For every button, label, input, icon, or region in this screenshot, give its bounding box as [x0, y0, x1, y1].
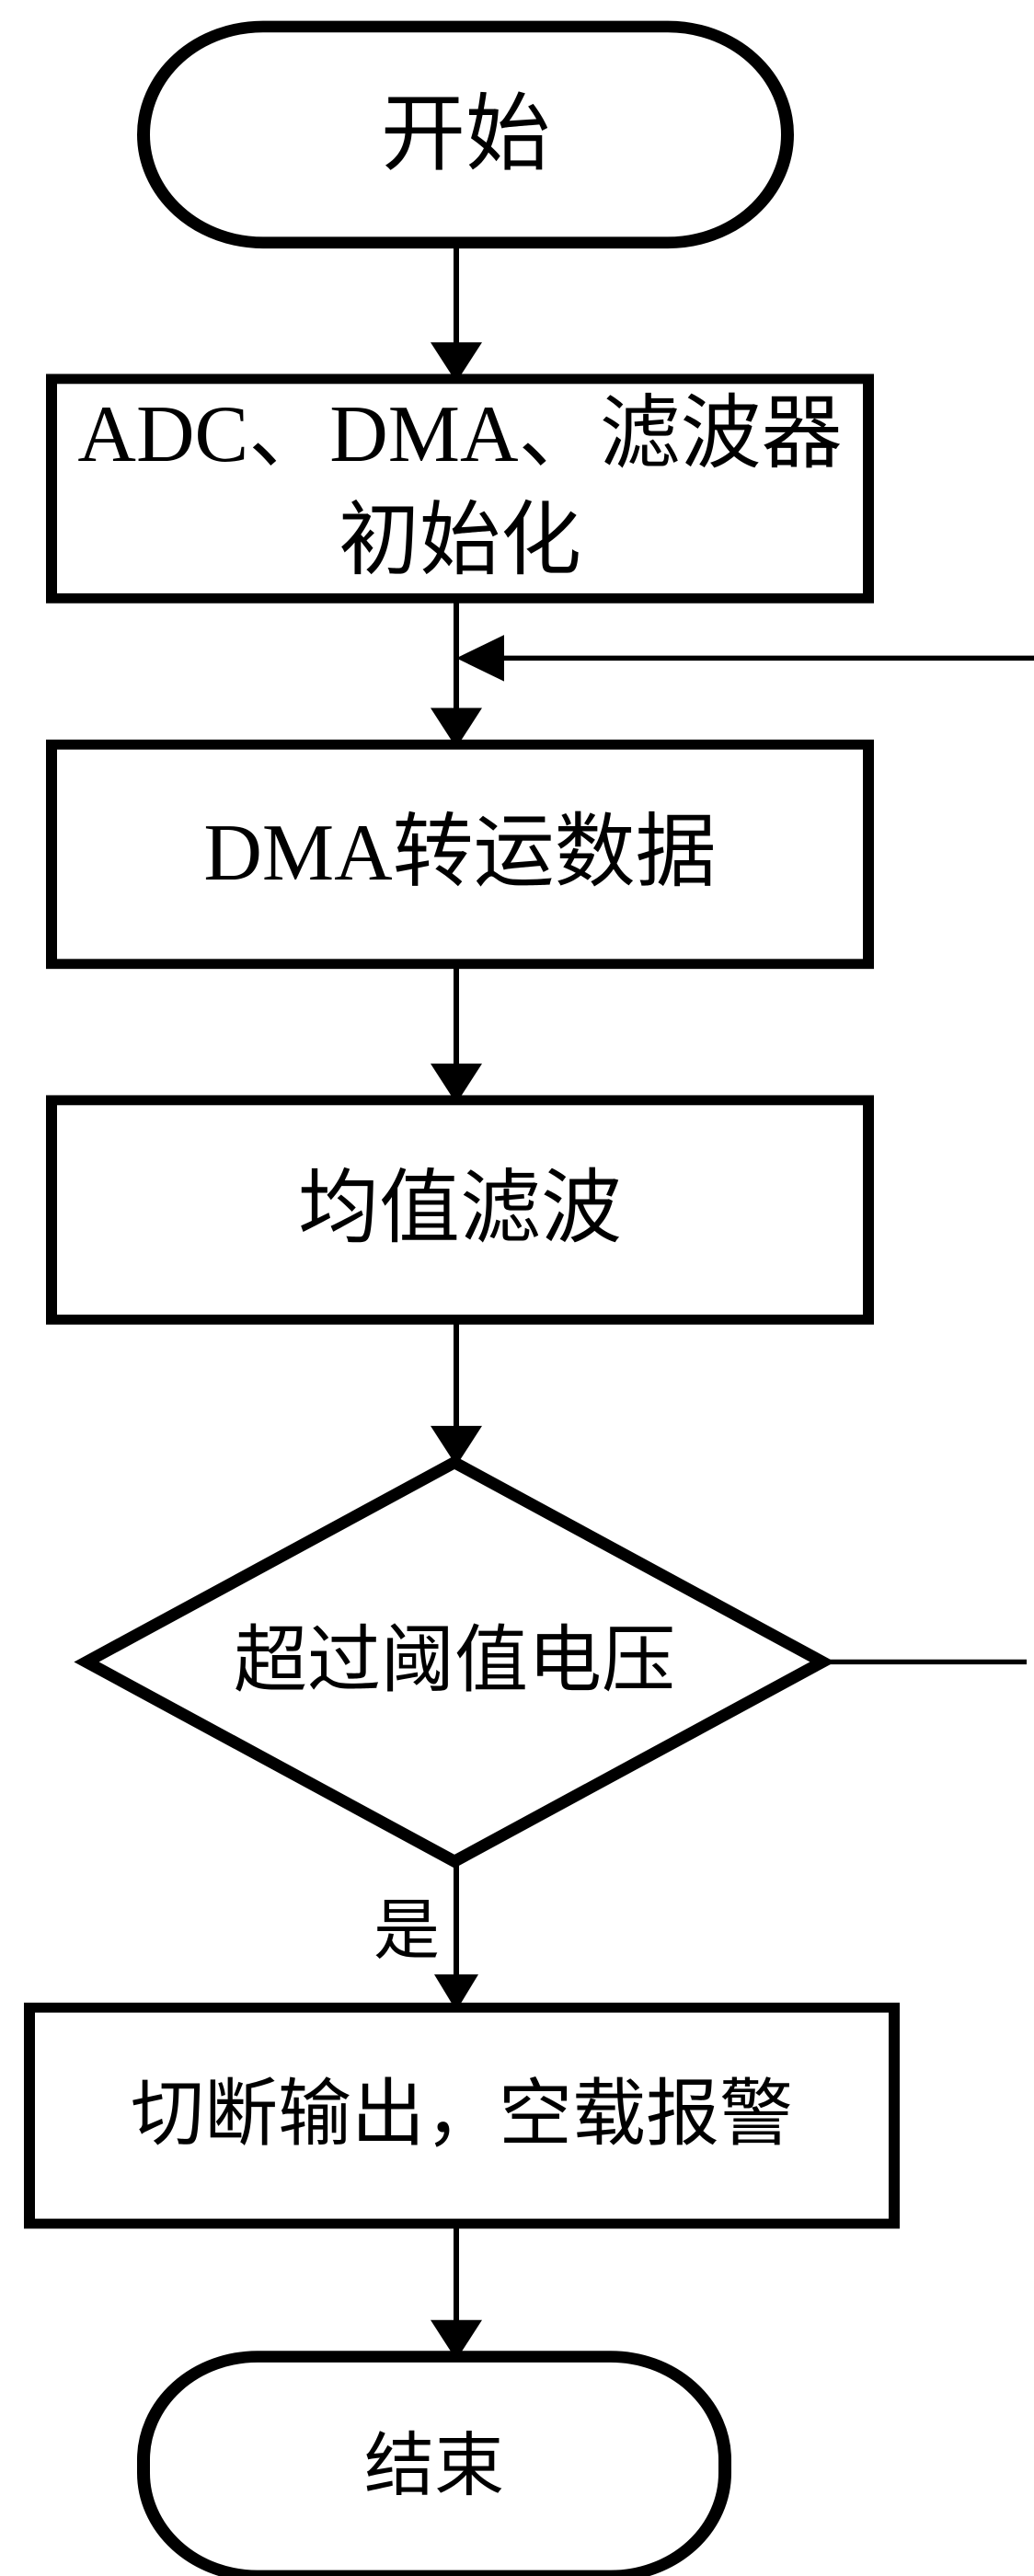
node-start-shape[interactable] [137, 20, 794, 249]
node-cutoff-alarm-shape[interactable] [24, 2002, 900, 2229]
edge-decision-yes [434, 1861, 478, 2011]
edge-filter-to-decision [431, 1319, 482, 1466]
node-threshold-decision-shape[interactable] [74, 1455, 835, 1869]
node-end-shape[interactable] [137, 2351, 731, 2576]
edge-init-to-dma [431, 598, 482, 748]
edge-cutoff-to-end [431, 2224, 482, 2361]
node-mean-filter-shape[interactable] [46, 1095, 874, 1325]
edge-dma-to-filter [431, 963, 482, 1104]
edge-label-no: 否 [1027, 1581, 1034, 1742]
edge-start-to-init [431, 242, 482, 383]
edge-label-yes: 是 [361, 1884, 453, 1968]
node-init-shape[interactable] [46, 374, 874, 604]
node-dma-transfer-shape[interactable] [46, 739, 874, 970]
